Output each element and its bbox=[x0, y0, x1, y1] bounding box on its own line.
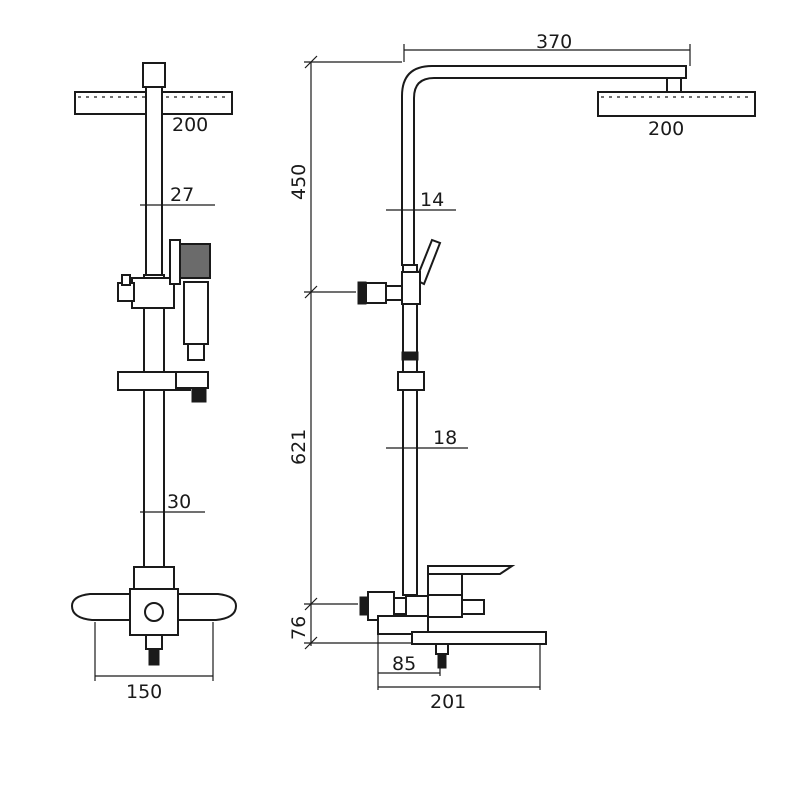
front-hand-shower bbox=[169, 239, 211, 361]
front-view bbox=[70, 62, 238, 681]
side-lower-pipe-label: 18 bbox=[433, 427, 457, 449]
front-top-cap bbox=[142, 62, 166, 88]
front-holder bbox=[117, 371, 209, 403]
front-lower-pipe-label: 30 bbox=[167, 491, 191, 513]
side-upper-pipe-label: 14 bbox=[420, 189, 444, 211]
front-upper-pipe bbox=[145, 86, 163, 276]
front-head-width-label: 200 bbox=[172, 114, 208, 136]
side-shower-head bbox=[597, 91, 756, 117]
side-head-width-label: 200 bbox=[648, 118, 684, 140]
side-arm-length-label: 370 bbox=[536, 31, 572, 53]
side-mixer-valve bbox=[359, 565, 547, 669]
side-spout-offset-label: 85 bbox=[392, 653, 416, 675]
front-mixer-valve bbox=[70, 566, 238, 666]
side-upper-height-label: 450 bbox=[288, 164, 310, 200]
side-spout-length-label: 201 bbox=[430, 691, 466, 713]
side-bottom-height-label: 76 bbox=[288, 616, 310, 640]
side-middle-height-label: 621 bbox=[288, 429, 310, 465]
front-lower-pipe bbox=[143, 274, 165, 571]
front-valve-width-label: 150 bbox=[126, 681, 162, 703]
side-holder bbox=[397, 351, 425, 391]
side-arm bbox=[401, 65, 687, 266]
side-lower-pipe bbox=[402, 264, 418, 596]
front-diverter-slider bbox=[117, 274, 175, 309]
side-diverter-knob bbox=[357, 281, 403, 305]
side-view bbox=[304, 44, 756, 690]
front-upper-pipe-label: 27 bbox=[170, 184, 194, 206]
side-hand-shower bbox=[401, 238, 442, 305]
